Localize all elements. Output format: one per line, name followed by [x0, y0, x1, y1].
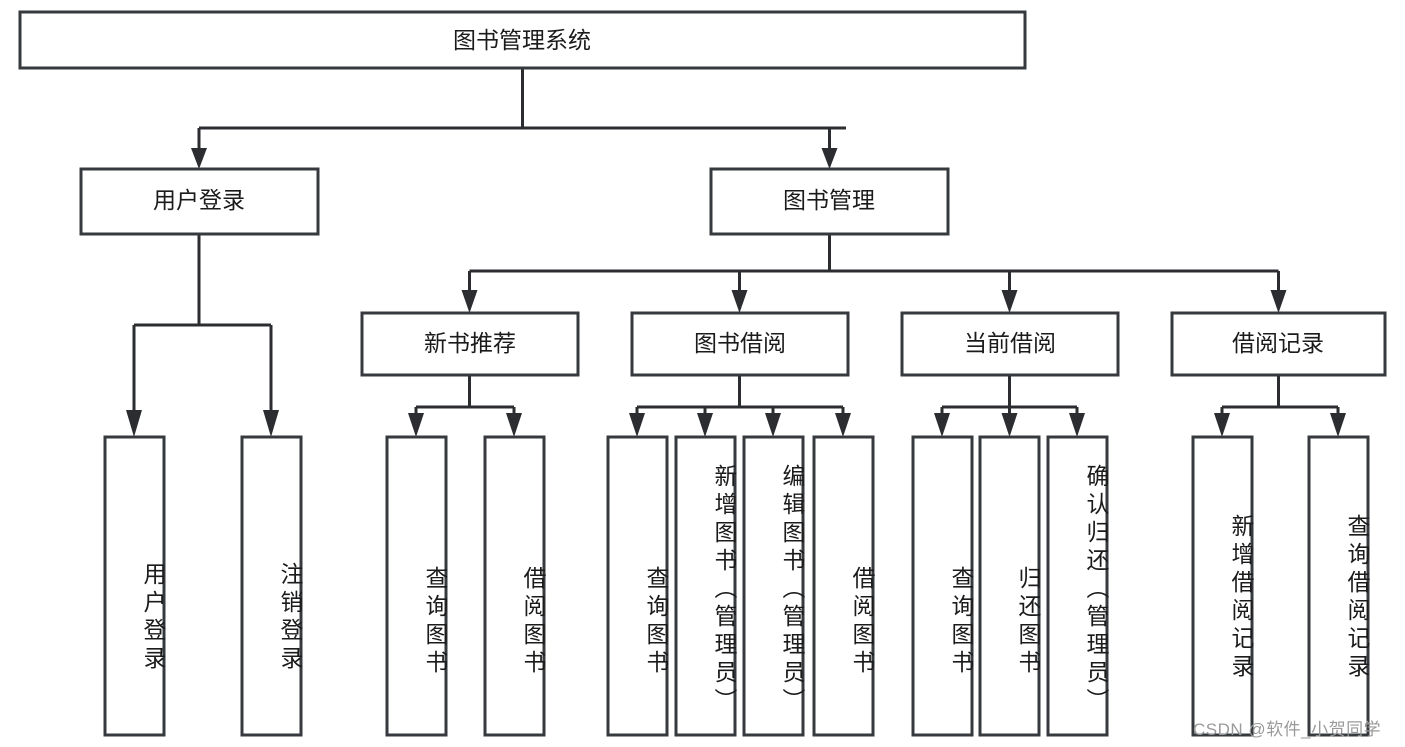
arrow-head-new-book-recommend [461, 290, 478, 313]
arrow-head-borrow-record [1270, 290, 1287, 313]
arrow-head-leaf-return-book [1001, 413, 1018, 437]
node-user-login-box[interactable] [79, 167, 320, 236]
nodes-layer: 图书管理系统 用户登录 图书管理 新书推荐 图书借阅 当前借阅 借阅记录 [18, 10, 1387, 737]
arrow-head-leaf-confirm-return [1069, 413, 1085, 437]
node-leaf-confirm-return-box[interactable] [1046, 435, 1109, 737]
arrow-head-leaf-add-book [697, 413, 713, 437]
node-leaf-logout-login-box[interactable] [240, 435, 303, 737]
arrow-head-user-login [191, 148, 207, 169]
node-leaf-query-borrow-record-box[interactable] [1307, 435, 1370, 737]
node-leaf-add-book-box[interactable] [674, 435, 737, 737]
node-new-book-recommend-box[interactable] [360, 311, 580, 377]
arrow-head-book-borrow [731, 290, 748, 313]
arrow-head-leaf-logout-login [263, 410, 279, 437]
arrow-head-leaf-borrow-book-1 [506, 413, 522, 437]
connectors-layer [126, 68, 1346, 437]
node-leaf-query-book-3-box[interactable] [911, 435, 974, 737]
arrow-head-current-borrow [1001, 290, 1018, 313]
node-leaf-edit-book-box[interactable] [742, 435, 805, 737]
node-leaf-return-book-box[interactable] [978, 435, 1041, 737]
node-new-book-recommend-label: 新书推荐 [424, 330, 516, 356]
node-current-borrow-label: 当前借阅 [964, 330, 1056, 356]
node-user-login-label: 用户登录 [153, 187, 245, 213]
node-leaf-query-book-1-box[interactable] [385, 435, 448, 737]
node-leaf-borrow-book-1-box[interactable] [483, 435, 546, 737]
arrow-head-book-management [821, 148, 838, 169]
node-borrow-record-box[interactable] [1170, 311, 1387, 377]
arrow-head-leaf-add-borrow-record [1214, 413, 1230, 437]
node-leaf-user-login-box[interactable] [103, 435, 166, 737]
node-book-management-box[interactable] [709, 167, 950, 236]
node-leaf-query-book-2-box[interactable] [606, 435, 669, 737]
arrow-head-leaf-user-login [126, 410, 142, 437]
node-leaf-add-borrow-record-box[interactable] [1191, 435, 1254, 737]
node-root-label: 图书管理系统 [453, 27, 591, 53]
arrow-head-leaf-query-book-1 [408, 413, 424, 437]
node-leaf-borrow-book-2-box[interactable] [812, 435, 875, 737]
arrow-head-leaf-query-borrow-record [1330, 413, 1346, 437]
node-book-borrow-box[interactable] [630, 311, 850, 377]
node-book-borrow-label: 图书借阅 [694, 330, 786, 356]
node-borrow-record-label: 借阅记录 [1232, 330, 1324, 356]
node-root-box[interactable] [18, 10, 1027, 70]
arrow-head-leaf-query-book-3 [934, 413, 950, 437]
node-book-management-label: 图书管理 [783, 187, 875, 213]
arrow-head-leaf-edit-book [765, 413, 781, 437]
arrow-head-leaf-query-book-2 [629, 413, 645, 437]
watermark-text: CSDN @软件_小贺同学 [1193, 720, 1382, 739]
node-current-borrow-box[interactable] [900, 311, 1120, 377]
arrow-head-leaf-borrow-book-2 [835, 413, 851, 437]
